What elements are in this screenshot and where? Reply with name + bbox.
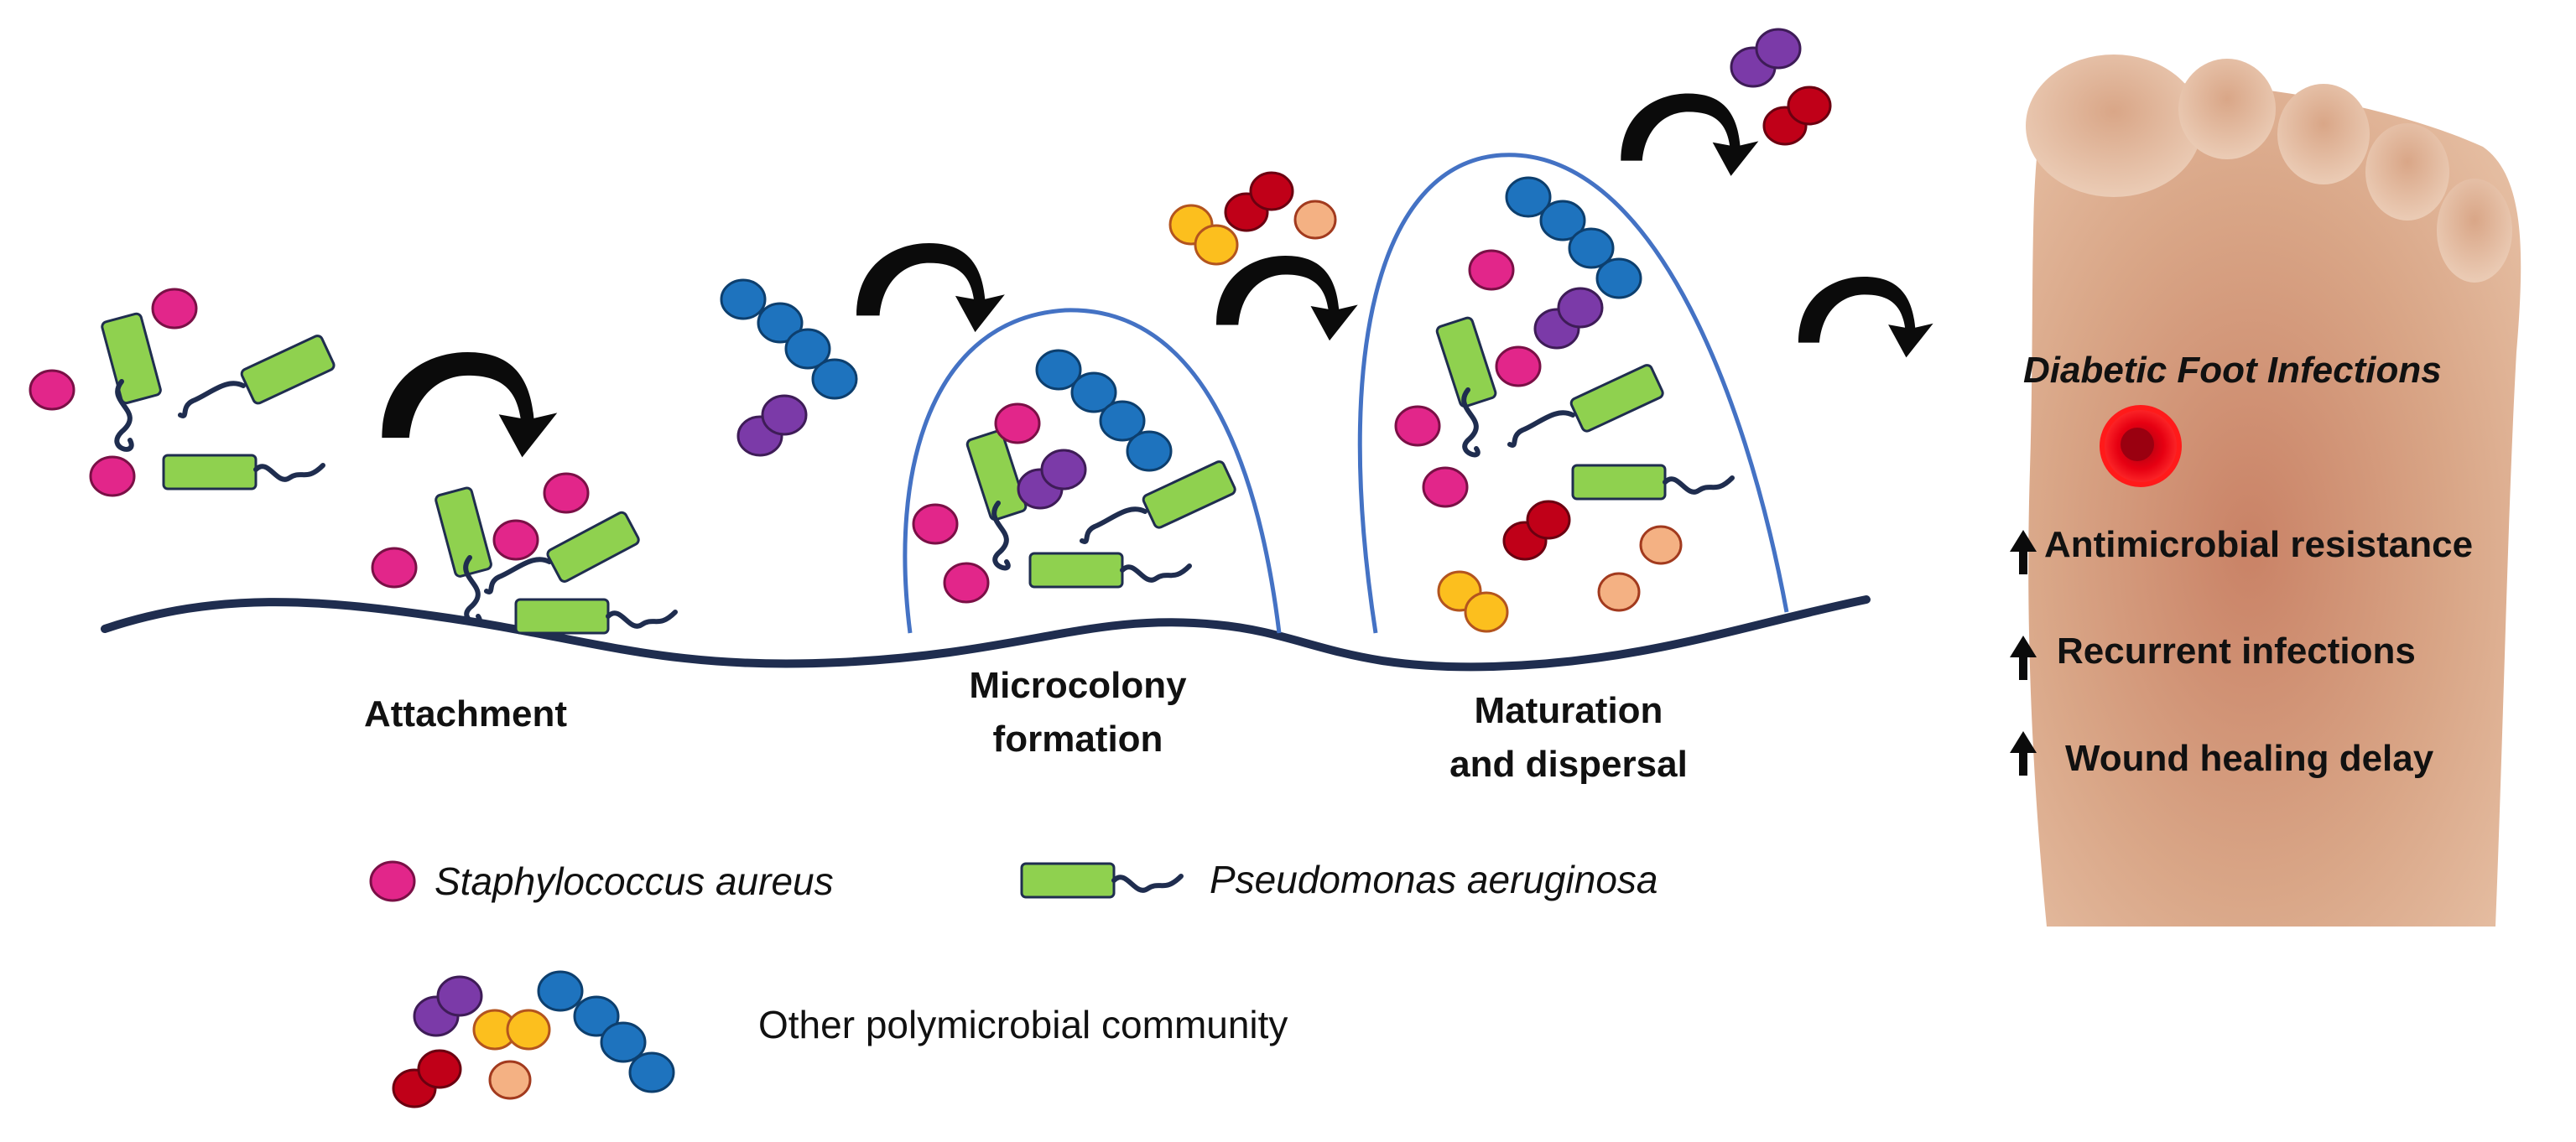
big-toe bbox=[2026, 55, 2202, 197]
toe-2 bbox=[2178, 59, 2276, 159]
increase-arrow-icons bbox=[2010, 530, 2037, 776]
toe-4 bbox=[2365, 123, 2449, 221]
curved-arrow-icon bbox=[1216, 256, 1358, 341]
curved-arrow-icon bbox=[382, 352, 558, 458]
stage-label-line: Maturation bbox=[1474, 690, 1663, 731]
stage-label-maturation: Maturation and dispersal bbox=[1409, 684, 1728, 792]
up-arrow-icon bbox=[2010, 530, 2037, 574]
foot-sole bbox=[2028, 83, 2521, 927]
legend-pseudomonas: Pseudomonas aeruginosa bbox=[1210, 858, 1658, 901]
legend-polymicrobial: Other polymicrobial community bbox=[758, 1003, 1288, 1046]
stage-label-line: and dispersal bbox=[1449, 744, 1688, 785]
pseudomonas-flagella bbox=[114, 379, 1735, 893]
effect-wound-healing-delay: Wound healing delay bbox=[2065, 738, 2434, 779]
stage-label-line: Microcolony bbox=[969, 665, 1187, 706]
toe-5 bbox=[2437, 179, 2512, 283]
blue-cocci-chains bbox=[537, 176, 1642, 1093]
foot-illustration bbox=[2026, 55, 2521, 927]
stage-label-microcolony: Microcolony formation bbox=[931, 659, 1225, 766]
curved-arrow-icon bbox=[1798, 277, 1933, 358]
curved-arrow-icon bbox=[856, 243, 1005, 333]
effect-recurrent-infections: Recurrent infections bbox=[2057, 631, 2416, 672]
curved-arrow-icon bbox=[1621, 93, 1759, 176]
staphylococcus-cells bbox=[29, 249, 1542, 902]
effect-antimicrobial-resistance: Antimicrobial resistance bbox=[2044, 524, 2474, 565]
red-diplococci bbox=[392, 86, 1832, 1108]
pseudomonas-cells bbox=[101, 312, 1667, 899]
up-arrow-icon bbox=[2010, 731, 2037, 776]
mature-biofilm-dome bbox=[1357, 153, 1789, 634]
yellow-diplococci bbox=[472, 204, 1509, 1051]
up-arrow-icon bbox=[2010, 636, 2037, 680]
stage-label-line: formation bbox=[992, 719, 1163, 760]
surface-line bbox=[101, 595, 1871, 672]
toe-3 bbox=[2277, 84, 2370, 184]
stage-label-attachment: Attachment bbox=[363, 693, 568, 735]
peach-cocci bbox=[488, 200, 1683, 1100]
wound-core bbox=[2121, 428, 2154, 461]
purple-diplococci bbox=[413, 28, 1802, 1037]
legend-staphylococcus: Staphylococcus aureus bbox=[435, 859, 834, 903]
microcolony-dome bbox=[903, 308, 1282, 634]
foot-infection-title: Diabetic Foot Infections bbox=[2023, 350, 2442, 391]
